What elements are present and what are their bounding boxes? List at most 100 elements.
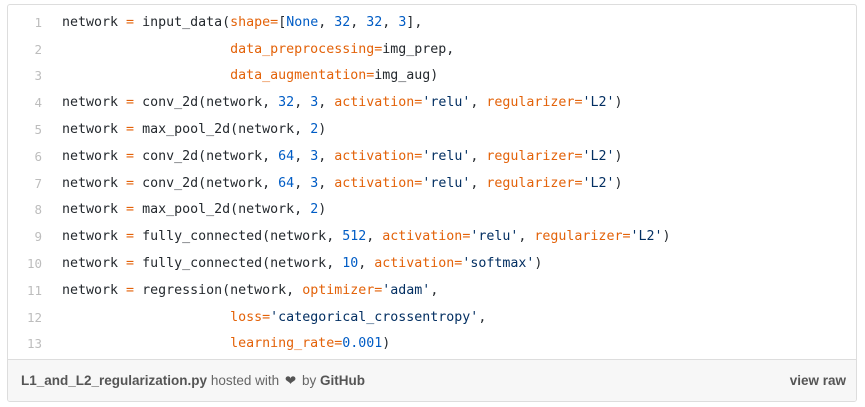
code-text: network = fully_connected(network, 512, …	[42, 229, 671, 244]
code-token: =	[126, 148, 135, 164]
code-token: 10	[342, 256, 359, 272]
code-token: regression(network,	[134, 282, 303, 298]
view-raw-link[interactable]: view raw	[789, 373, 846, 388]
code-token: img_aug)	[374, 68, 439, 84]
code-token: 'L2'	[630, 229, 663, 245]
code-token: 'adam'	[382, 282, 431, 298]
line-number[interactable]: 2	[34, 41, 42, 57]
line-number[interactable]: 1	[34, 14, 42, 30]
code-token: network	[62, 229, 127, 245]
code-token: )	[318, 202, 327, 218]
code-token: ,	[350, 14, 367, 30]
line-number[interactable]: 10	[26, 256, 42, 272]
line-number[interactable]: 3	[34, 68, 42, 84]
code-token: 'relu'	[422, 148, 471, 164]
code-token: loss	[230, 309, 263, 325]
code-token: regularizer	[534, 229, 623, 245]
code-token: conv_2d(network,	[134, 95, 279, 111]
line-number[interactable]: 5	[34, 122, 42, 138]
code-token: ,	[318, 95, 335, 111]
code-token: regularizer	[486, 175, 575, 191]
code-token: ,	[294, 148, 311, 164]
line-number[interactable]: 13	[26, 336, 42, 352]
code-token: ,	[470, 175, 487, 191]
code-token: 'relu'	[470, 229, 519, 245]
code-token: network	[62, 175, 127, 191]
code-token: =	[126, 175, 135, 191]
code-token: =	[414, 95, 423, 111]
code-token: 3	[398, 14, 407, 30]
code-token: 3	[310, 95, 319, 111]
code-token: =	[574, 148, 583, 164]
code-text: network = fully_connected(network, 10, a…	[42, 256, 542, 271]
line-number[interactable]: 11	[26, 282, 42, 298]
code-token: activation	[334, 95, 415, 111]
code-token: 2	[310, 202, 319, 218]
code-token: network	[62, 148, 127, 164]
line-number[interactable]: 6	[34, 148, 42, 164]
code-token: ,	[318, 14, 335, 30]
line-number[interactable]: 4	[34, 95, 42, 111]
code-token: =	[126, 122, 135, 138]
code-token: input_data(	[134, 14, 231, 30]
code-token: )	[382, 336, 391, 352]
code-token: shape	[230, 14, 271, 30]
code-text: data_augmentation=img_aug)	[42, 68, 438, 83]
code-token: =	[126, 282, 135, 298]
code-token: [	[278, 14, 287, 30]
code-text: network = max_pool_2d(network, 2)	[42, 122, 326, 137]
code-token: =	[126, 95, 135, 111]
code-token: ,	[358, 256, 375, 272]
code-token: max_pool_2d(network,	[134, 122, 311, 138]
code-token: ,	[294, 175, 311, 191]
code-token: fully_connected(network,	[134, 256, 343, 272]
code-token: =	[574, 175, 583, 191]
line-number[interactable]: 8	[34, 202, 42, 218]
gist-meta: L1_and_L2_regularization.py hosted with …	[21, 373, 365, 389]
gist-filename-link[interactable]: L1_and_L2_regularization.py	[21, 372, 208, 388]
code-text: network = conv_2d(network, 64, 3, activa…	[42, 149, 623, 164]
code-token: =	[454, 256, 463, 272]
code-token: )	[614, 148, 623, 164]
code-token: )	[662, 229, 671, 245]
code-token: 'L2'	[582, 175, 615, 191]
code-token: 'relu'	[422, 175, 471, 191]
code-token: =	[126, 229, 135, 245]
code-token: 'L2'	[582, 148, 615, 164]
code-token: =	[374, 41, 383, 57]
line-number[interactable]: 12	[26, 309, 42, 325]
code-token: fully_connected(network,	[134, 229, 343, 245]
code-token: 64	[278, 175, 295, 191]
code-token: =	[374, 282, 383, 298]
code-token: 'L2'	[582, 95, 615, 111]
code-text: loss='categorical_crossentropy',	[42, 310, 486, 325]
code-token: activation	[382, 229, 463, 245]
code-token: 'relu'	[422, 95, 471, 111]
code-text: network = conv_2d(network, 32, 3, activa…	[42, 95, 623, 110]
github-link[interactable]: GitHub	[320, 372, 365, 388]
code-token: 512	[342, 229, 367, 245]
code-text: learning_rate=0.001)	[42, 336, 390, 351]
code-token: 32	[366, 14, 383, 30]
line-number[interactable]: 9	[34, 229, 42, 245]
code-token: ,	[318, 148, 335, 164]
code-token: =	[414, 148, 423, 164]
code-token: =	[414, 175, 423, 191]
code-token: 32	[278, 95, 295, 111]
code-token: 32	[334, 14, 351, 30]
code-token: 3	[310, 175, 319, 191]
code-token: =	[126, 202, 135, 218]
line-number[interactable]: 7	[34, 175, 42, 191]
code-token	[62, 42, 230, 57]
code-token: =	[126, 256, 135, 272]
code-token: network	[62, 256, 127, 272]
code-token: ,	[518, 229, 535, 245]
hosted-with-label: hosted with	[210, 372, 280, 388]
code-token: ,	[470, 148, 487, 164]
